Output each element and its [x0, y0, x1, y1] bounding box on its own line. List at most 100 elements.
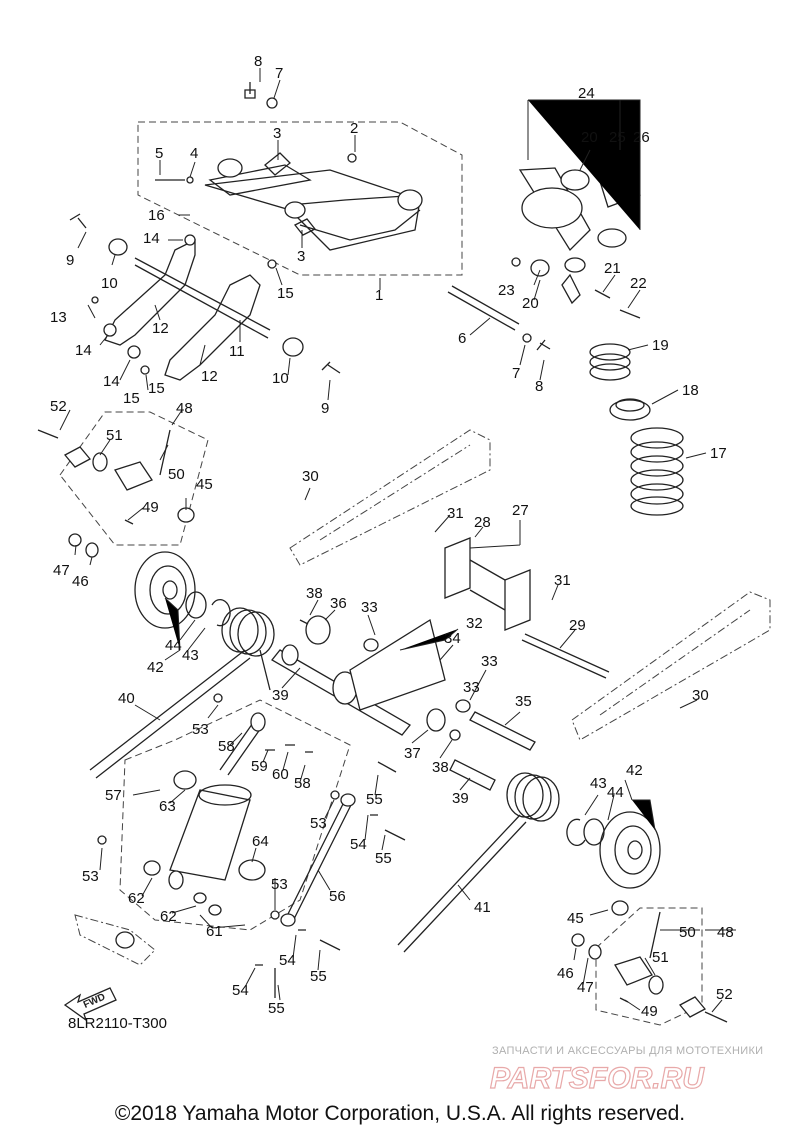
callout-10b: 10 — [272, 370, 289, 387]
callout-52: 52 — [50, 398, 67, 415]
callout-41: 41 — [474, 899, 491, 916]
callout-44b: 44 — [607, 784, 624, 801]
callout-9: 9 — [66, 252, 74, 269]
callout-30: 30 — [302, 468, 319, 485]
leader-lines — [59, 68, 736, 1013]
lower-bracket-parts — [74, 693, 406, 998]
callout-58b: 58 — [294, 775, 311, 792]
callout-32: 32 — [466, 615, 483, 632]
spring-19 — [589, 343, 631, 381]
link-rod-56 — [280, 793, 356, 927]
callout-5: 5 — [155, 145, 163, 162]
callout-16: 16 — [148, 207, 165, 224]
spring-17 — [630, 427, 684, 516]
callout-55d: 55 — [268, 1000, 285, 1017]
idler-wheel-right — [566, 811, 661, 889]
callout-49b: 49 — [641, 1003, 658, 1020]
callout-2: 2 — [350, 120, 358, 137]
callout-43b: 43 — [590, 775, 607, 792]
callout-59: 59 — [251, 758, 268, 775]
callout-38: 38 — [306, 585, 323, 602]
callout-42: 42 — [147, 659, 164, 676]
callout-10: 10 — [101, 275, 118, 292]
callout-51b: 51 — [652, 949, 669, 966]
callout-14: 14 — [143, 230, 160, 247]
group-frame-48-right — [595, 907, 703, 1026]
callout-54c: 54 — [232, 982, 249, 999]
callout-50b: 50 — [679, 924, 696, 941]
callout-47: 47 — [53, 562, 70, 579]
callout-9b: 9 — [321, 400, 329, 417]
diagram-code: 8LR2110-T300 — [68, 1015, 167, 1032]
callout-55: 55 — [366, 791, 383, 808]
callout-21: 21 — [604, 260, 621, 277]
callout-24: 24 — [578, 85, 595, 102]
callout-48: 48 — [176, 400, 193, 417]
callout-18: 18 — [682, 382, 699, 399]
callout-6: 6 — [458, 330, 466, 347]
callout-33: 33 — [361, 599, 378, 616]
callout-38b: 38 — [432, 759, 449, 776]
callout-55b: 55 — [375, 850, 392, 867]
callout-15b: 15 — [123, 390, 140, 407]
callout-49: 49 — [142, 499, 159, 516]
callout-46b: 46 — [557, 965, 574, 982]
spring-seat-18 — [609, 398, 651, 421]
callout-33c: 33 — [463, 679, 480, 696]
callout-26: 26 — [633, 129, 650, 146]
callout-29: 29 — [569, 617, 586, 634]
callout-60: 60 — [272, 766, 289, 783]
callout-28: 28 — [474, 514, 491, 531]
callout-19: 19 — [652, 337, 669, 354]
callout-42b: 42 — [626, 762, 643, 779]
callout-1: 1 — [375, 287, 383, 304]
callout-3: 3 — [273, 125, 281, 142]
callout-55c: 55 — [310, 968, 327, 985]
callout-36: 36 — [330, 595, 347, 612]
callout-15c: 15 — [148, 380, 165, 397]
callout-31b: 31 — [554, 572, 571, 589]
watermark-brand-text: PARTSFOR.RU — [490, 1062, 705, 1094]
callout-7b: 7 — [512, 365, 520, 382]
callout-63: 63 — [159, 798, 176, 815]
callout-8: 8 — [254, 53, 262, 70]
torsion-spring-40 — [89, 607, 275, 779]
slide-rail-left — [289, 429, 491, 566]
callout-30b: 30 — [692, 687, 709, 704]
callout-58: 58 — [218, 738, 235, 755]
callout-53b: 53 — [310, 815, 327, 832]
callout-45: 45 — [196, 476, 213, 493]
callout-45b: 45 — [567, 910, 584, 927]
callout-56: 56 — [329, 888, 346, 905]
watermark-logo: PARTSFOR.RU — [489, 1061, 705, 1094]
shock-absorber-57 — [143, 712, 313, 890]
callout-20: 20 — [581, 129, 598, 146]
callout-12: 12 — [152, 320, 169, 337]
callout-54b: 54 — [279, 952, 296, 969]
callout-20b: 20 — [522, 295, 539, 312]
callout-3b: 3 — [297, 248, 305, 265]
callout-53: 53 — [192, 721, 209, 738]
callout-39: 39 — [272, 687, 289, 704]
callout-39b: 39 — [452, 790, 469, 807]
callout-31: 31 — [447, 505, 464, 522]
callouts: 1 2 3 3 4 5 6 7 7 8 8 9 9 10 10 11 12 12… — [50, 53, 734, 1020]
callout-64: 64 — [252, 833, 269, 850]
group-frame-1 — [137, 121, 463, 276]
callout-57: 57 — [105, 787, 122, 804]
callout-23: 23 — [498, 282, 515, 299]
callout-51: 51 — [106, 427, 123, 444]
callout-33b: 33 — [481, 653, 498, 670]
callout-8b: 8 — [535, 378, 543, 395]
copyright-footer: ©2018 Yamaha Motor Corporation, U.S.A. A… — [114, 1102, 686, 1125]
shaft-11-assembly — [69, 213, 341, 381]
group-frame-48-left — [59, 411, 209, 546]
end-cap-right — [571, 900, 728, 1023]
callout-61: 61 — [206, 923, 223, 940]
callout-12b: 12 — [201, 368, 218, 385]
end-cap-left — [37, 429, 195, 558]
callout-44: 44 — [165, 637, 182, 654]
bracket-27 — [444, 537, 531, 631]
rod-6 — [447, 285, 551, 351]
